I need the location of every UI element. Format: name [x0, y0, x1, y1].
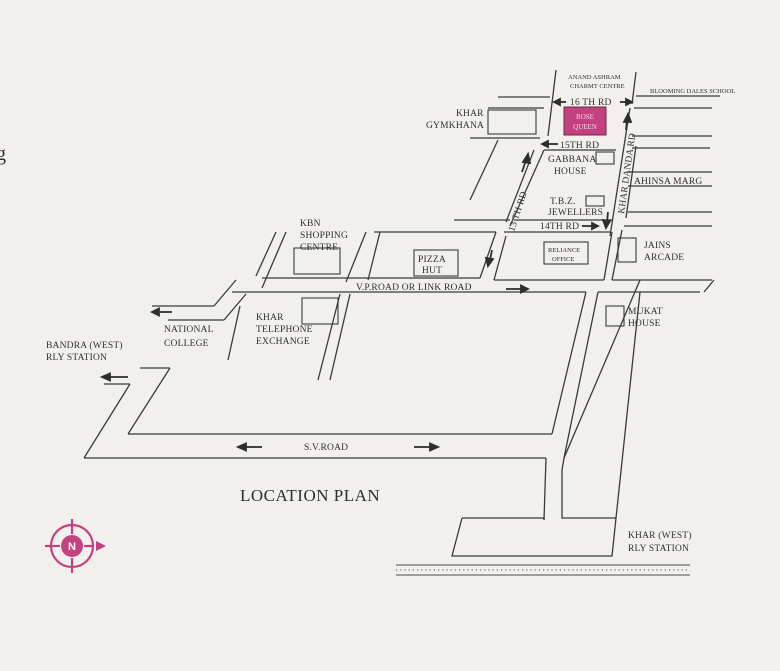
- tbz-label-2: JEWELLERS: [548, 208, 603, 218]
- mukat-house-block: [605, 305, 625, 327]
- gabbana-label-2: HOUSE: [554, 167, 587, 177]
- road-label-ahinsa: AHINSA MARG: [634, 177, 702, 187]
- arrow-left-15th: [539, 139, 558, 149]
- khar-telephone-label-2: TELEPHONE: [256, 325, 313, 335]
- road-label-vp: V.P.ROAD OR LINK ROAD: [356, 283, 472, 293]
- compass-rose-icon: N: [45, 519, 106, 573]
- direction-arrows: [99, 97, 635, 452]
- road-label-sv: S.V.ROAD: [304, 443, 348, 453]
- national-college-label-1: NATIONAL: [164, 325, 214, 335]
- road-label-15th: 15TH RD: [560, 141, 599, 151]
- khar-gymkhana-block: [487, 109, 537, 135]
- arrow-down-khardanda: [601, 211, 612, 231]
- road-network: [83, 69, 720, 557]
- blooming-dales-label: BLOOMING DALES SCHOOL: [650, 88, 735, 95]
- road-label-16th: 16 TH RD: [570, 98, 612, 108]
- khar-gymkhana-label-2: GYMKHANA: [426, 121, 484, 131]
- jains-label-2: ARCADE: [644, 253, 684, 263]
- compass-north-label: N: [68, 541, 76, 553]
- arrow-left-bandra: [99, 372, 128, 382]
- arrow-up-khardanda: [622, 111, 633, 131]
- arrow-right-14th: [582, 221, 601, 231]
- khar-station-label-2: RLY STATION: [628, 544, 689, 554]
- tbz-jewellers-block: [585, 195, 605, 207]
- buildings: [293, 106, 637, 327]
- tbz-label-1: T.B.Z.: [550, 197, 576, 207]
- khar-station-label-1: KHAR (WEST): [628, 530, 692, 541]
- khar-telephone-label-3: EXCHANGE: [256, 337, 310, 347]
- kbn-centre-block: [293, 247, 341, 275]
- pizza-hut-label-2: HUT: [422, 266, 442, 276]
- kbn-label-1: KBN: [300, 219, 321, 229]
- national-college-label-2: COLLEGE: [164, 339, 209, 349]
- jains-arcade-block: [617, 237, 637, 263]
- rose-queen-label-2: QUEEN: [573, 123, 597, 131]
- arrow-right-sv: [414, 442, 441, 452]
- map-labels: ROSE QUEEN 16 TH RD 15TH RD 14TH RD 13 T…: [46, 74, 735, 554]
- gabbana-label-1: GABBANA: [548, 155, 596, 165]
- bandra-station-label-1: BANDRA (WEST): [46, 340, 123, 351]
- railway-track: [396, 564, 690, 576]
- mukat-label-1: MUKAT: [628, 307, 663, 317]
- road-label-14th: 14TH RD: [540, 222, 579, 232]
- jains-label-1: JAINS: [644, 241, 671, 251]
- arrow-up-13th: [521, 151, 532, 173]
- reliance-label-2: OFFICE: [552, 256, 574, 263]
- khar-telephone-block: [301, 297, 339, 325]
- map-title: LOCATION PLAN: [240, 486, 380, 505]
- pizza-hut-block: [413, 249, 459, 277]
- khar-telephone-label-1: KHAR: [256, 313, 284, 323]
- kbn-label-3: CENTRE: [300, 243, 338, 253]
- bandra-station-label-2: RLY STATION: [46, 353, 107, 363]
- arrow-left-16th: [551, 97, 566, 107]
- gabbana-house-block: [595, 151, 615, 165]
- mukat-label-2: HOUSE: [628, 319, 661, 329]
- kbn-label-2: SHOPPING: [300, 231, 348, 241]
- khar-gymkhana-label-1: KHAR: [456, 109, 484, 119]
- reliance-office-block: [543, 241, 589, 265]
- arrow-down-13th: [484, 249, 495, 269]
- arrow-right-16th: [620, 97, 635, 107]
- arrow-left-national: [149, 307, 172, 317]
- reliance-label-1: RELIANCE: [548, 247, 580, 254]
- arrow-right-vp: [506, 284, 531, 294]
- pizza-hut-label-1: PIZZA: [418, 255, 446, 265]
- rose-queen-label-1: ROSE: [576, 113, 594, 121]
- edge-glyph: g: [0, 143, 7, 165]
- rose-queen-highlight[interactable]: [563, 106, 607, 136]
- arrow-left-sv: [235, 442, 262, 452]
- anand-ashram-label-1: ANAND ASHRAM: [568, 74, 621, 81]
- anand-ashram-label-2: CHARMT CENTRE: [570, 83, 625, 90]
